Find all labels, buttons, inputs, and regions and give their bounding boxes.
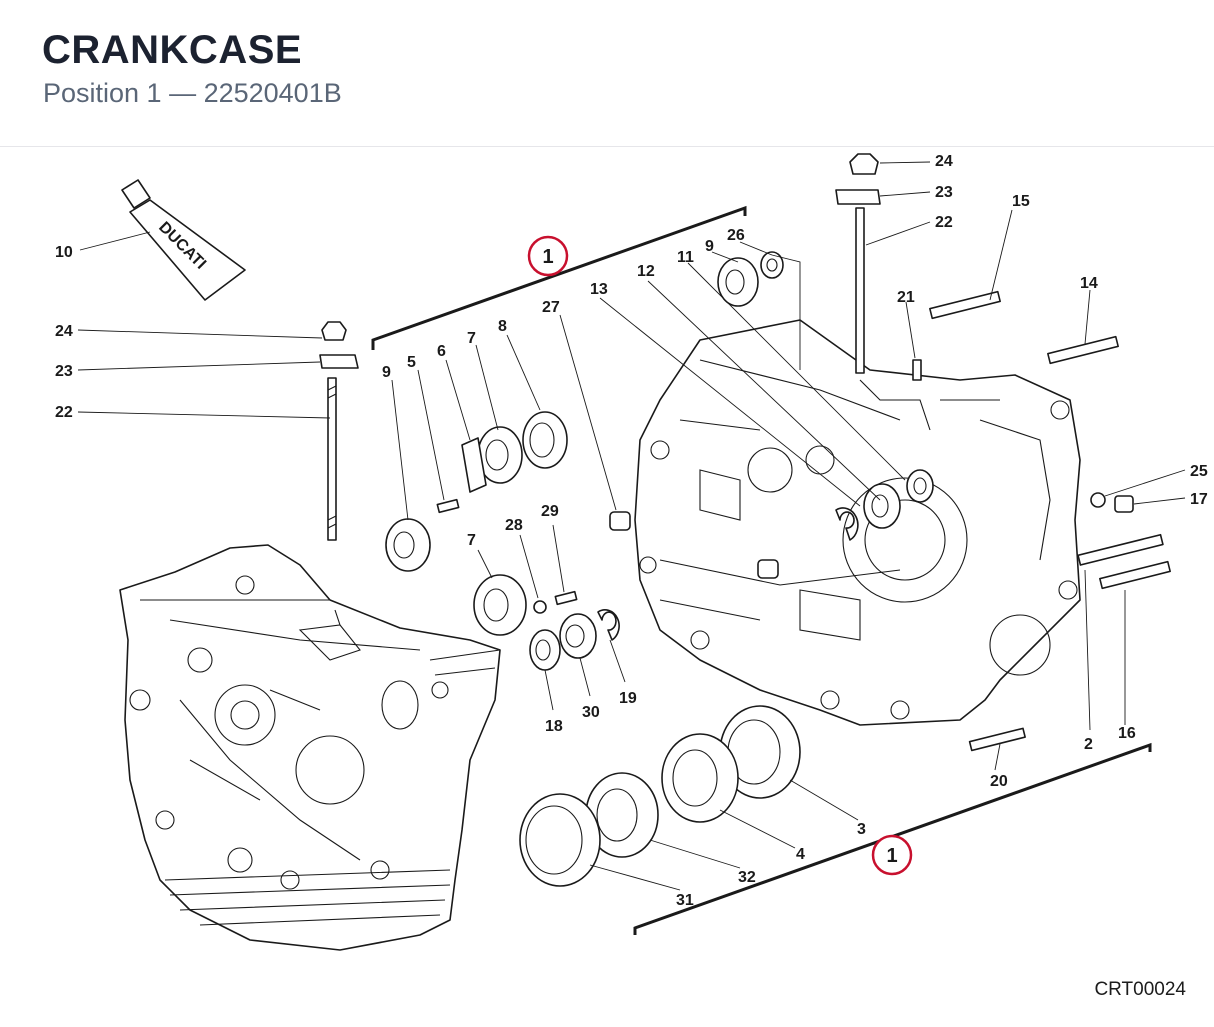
callout-20: 20 — [990, 773, 1008, 790]
callout-24-right: 24 — [935, 153, 953, 170]
callout-10: 10 — [55, 244, 73, 261]
callout-25: 25 — [1190, 463, 1208, 480]
callout-26: 26 — [727, 227, 745, 244]
callout-3: 3 — [857, 821, 866, 838]
plug-17 — [1114, 495, 1134, 513]
bolt-2 — [1077, 533, 1164, 566]
callout-9-top: 9 — [705, 238, 714, 255]
exploded-parts-diagram: DUCATI — [55, 153, 1208, 951]
callout-4: 4 — [796, 846, 805, 863]
callout-8: 8 — [498, 318, 507, 335]
group-marker-top: 1 — [527, 235, 569, 277]
callout-7-top: 7 — [467, 330, 476, 347]
callout-13: 13 — [590, 281, 608, 298]
bearings-and-seals — [385, 251, 934, 887]
callout-28: 28 — [505, 517, 523, 534]
bolt-16 — [1099, 560, 1171, 590]
callout-2: 2 — [1084, 736, 1093, 753]
callout-16: 16 — [1118, 725, 1136, 742]
callout-22-right: 22 — [935, 214, 953, 231]
callout-18: 18 — [545, 718, 563, 735]
leader-lines — [77, 161, 1186, 891]
left-crankcase-half — [119, 544, 501, 951]
callout-5: 5 — [407, 354, 416, 371]
callout-17: 17 — [1190, 491, 1208, 508]
bolt-14 — [1047, 335, 1119, 365]
callout-23-left: 23 — [55, 363, 73, 380]
callout-numbers: 10 24 23 22 9 5 6 7 8 27 13 12 11 9 26 2… — [55, 153, 1208, 909]
drawing-code: CRT00024 — [1094, 979, 1186, 1000]
screw-29 — [554, 590, 578, 606]
callout-6: 6 — [437, 343, 446, 360]
left-stud-assembly — [319, 321, 359, 541]
dowel-21 — [912, 359, 922, 381]
group-bracket-top — [371, 205, 747, 350]
callout-32: 32 — [738, 869, 756, 886]
callout-27: 27 — [542, 299, 560, 316]
bolt-15 — [929, 290, 1001, 320]
callout-15: 15 — [1012, 193, 1030, 210]
group-marker-top-label: 1 — [542, 246, 553, 268]
callout-29: 29 — [541, 503, 559, 520]
callout-14: 14 — [1080, 275, 1098, 292]
group-marker-bottom: 1 — [871, 834, 913, 876]
callout-31: 31 — [676, 892, 694, 909]
callout-7-mid: 7 — [467, 532, 476, 549]
callout-21: 21 — [897, 289, 915, 306]
callout-11: 11 — [677, 249, 694, 266]
page-subtitle: Position 1 — 22520401B — [43, 78, 342, 108]
callout-24-left: 24 — [55, 323, 73, 340]
callout-30: 30 — [582, 704, 600, 721]
washer-25 — [1090, 492, 1106, 508]
callout-9-left: 9 — [382, 364, 391, 381]
bolt-20 — [968, 727, 1026, 752]
right-stud-assembly — [835, 153, 881, 374]
header: CRANKCASE Position 1 — 22520401B — [0, 0, 1214, 147]
page-title: CRANKCASE — [42, 28, 303, 72]
callout-22-left: 22 — [55, 404, 73, 421]
callout-23-right: 23 — [935, 184, 953, 201]
sealant-tube-icon: DUCATI — [121, 179, 246, 301]
callout-19: 19 — [619, 690, 637, 707]
callout-12: 12 — [637, 263, 655, 280]
screw-5 — [436, 498, 460, 514]
group-marker-bottom-label: 1 — [886, 845, 897, 867]
